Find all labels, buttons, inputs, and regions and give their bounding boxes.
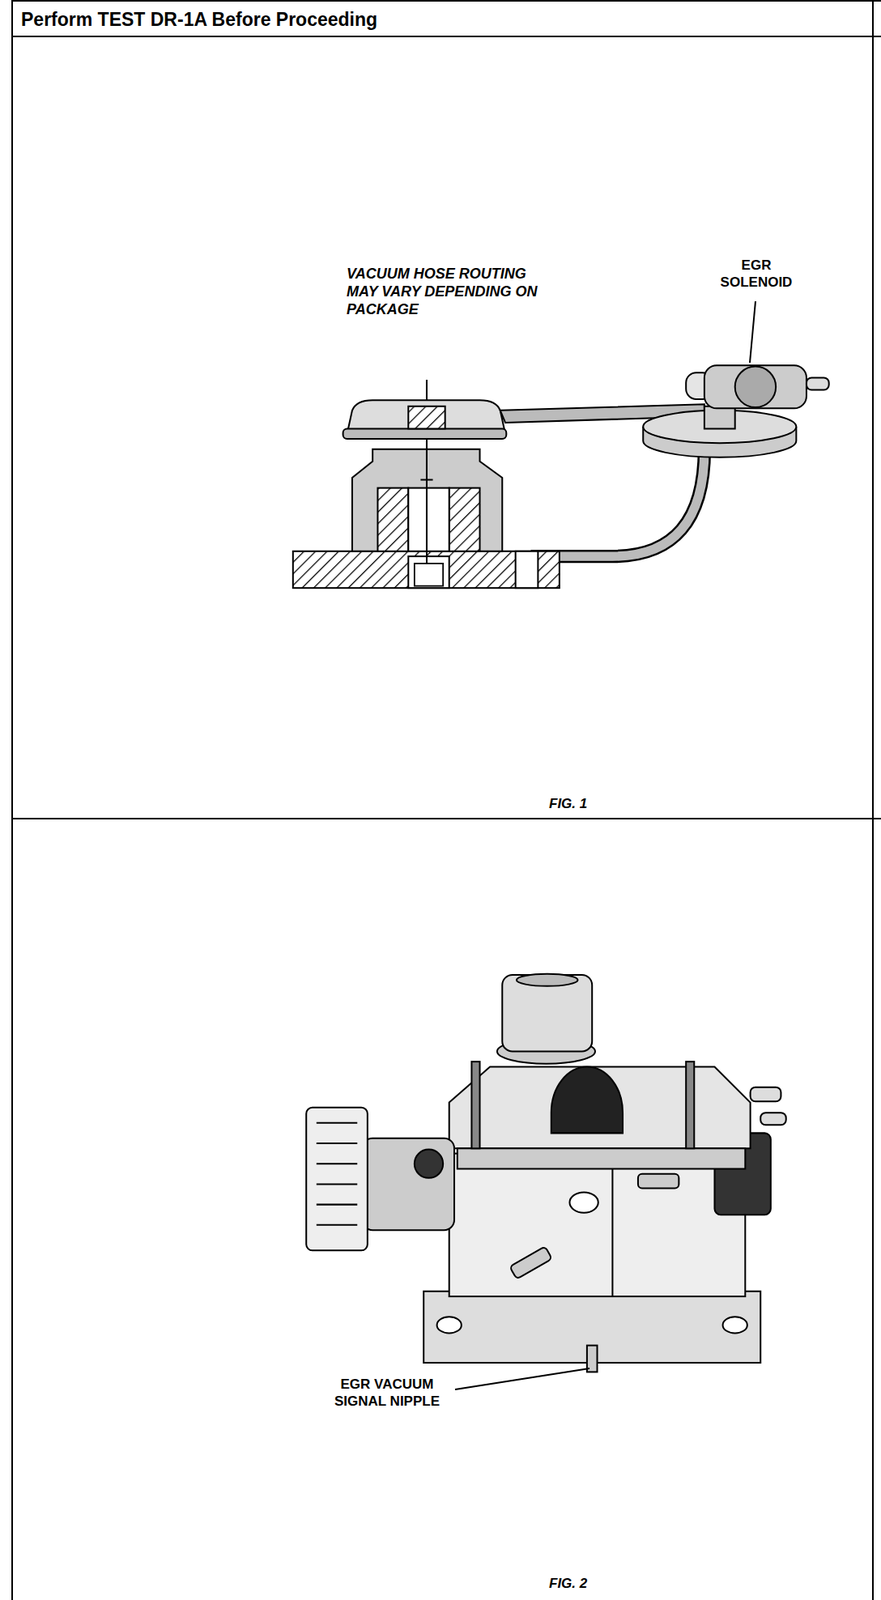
egr-solenoid-drawing <box>642 365 829 457</box>
leader-line <box>455 1368 590 1390</box>
figure-label: FIG. 1 <box>549 795 588 813</box>
figure-label: FIG. 2 <box>549 1575 588 1593</box>
page-frame <box>12 0 881 1600</box>
part-label: EGR VACUUM SIGNAL NIPPLE <box>314 1376 460 1410</box>
note-text: VACUUM HOSE ROUTING MAY VARY DEPENDING O… <box>346 265 559 320</box>
leader-line <box>749 301 756 363</box>
throttle-body <box>306 974 787 1373</box>
egr-valve <box>293 379 705 588</box>
header-title: Perform TEST DR-1A Before Proceeding <box>21 8 378 31</box>
part-label: EGR SOLENOID <box>710 257 802 291</box>
